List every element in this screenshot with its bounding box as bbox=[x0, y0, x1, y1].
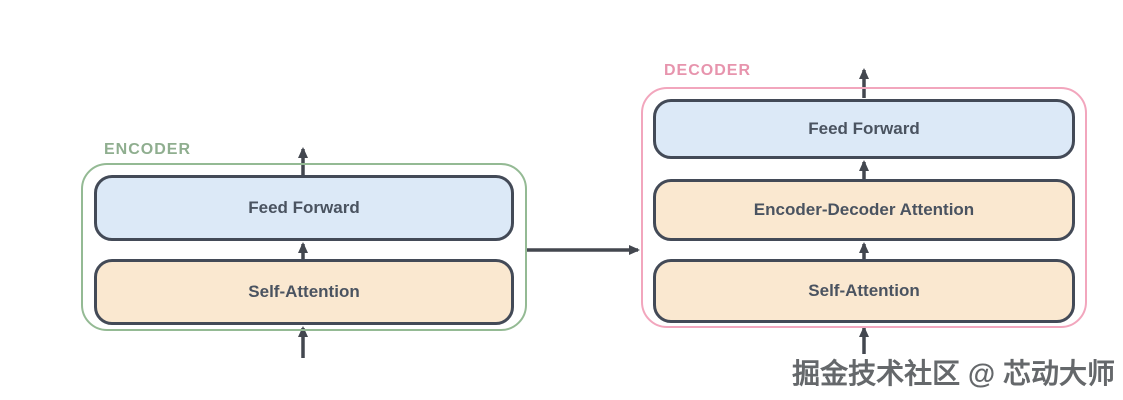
encoder-group-box bbox=[81, 163, 527, 331]
encoder-group-label: ENCODER bbox=[104, 141, 192, 158]
encoder-self-attention-label: Self-Attention bbox=[248, 282, 360, 301]
decoder-self-attention-block: Self-Attention bbox=[653, 259, 1075, 323]
encoder-feed-forward-block: Feed Forward bbox=[94, 175, 514, 241]
encoder-feed-forward-label: Feed Forward bbox=[248, 198, 360, 217]
decoder-group-box bbox=[641, 87, 1087, 328]
decoder-self-attention-label: Self-Attention bbox=[808, 281, 920, 300]
decoder-group-label: DECODER bbox=[664, 62, 752, 79]
decoder-encoder-decoder-attention-label: Encoder-Decoder Attention bbox=[753, 200, 975, 219]
decoder-encoder-decoder-attention-block: Encoder-Decoder Attention bbox=[653, 179, 1075, 241]
decoder-feed-forward-label: Feed Forward bbox=[808, 119, 920, 138]
decoder-feed-forward-block: Feed Forward bbox=[653, 99, 1075, 159]
encoder-self-attention-block: Self-Attention bbox=[94, 259, 514, 325]
watermark-text: 掘金技术社区 @ 芯动大师 bbox=[792, 358, 1115, 389]
